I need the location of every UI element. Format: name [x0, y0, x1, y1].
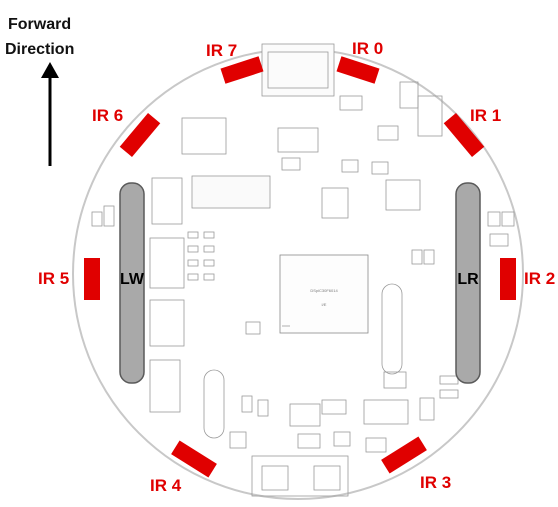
component-block [181, 117, 227, 155]
component-block [439, 375, 459, 385]
component-block [363, 399, 409, 425]
component-block [149, 237, 185, 289]
component-block [321, 187, 349, 219]
ir-1-sensor [443, 113, 485, 157]
bottom-connector-inner [313, 465, 341, 491]
component-block [417, 95, 443, 137]
component-block [381, 283, 403, 375]
component-block [501, 211, 515, 227]
component-block [149, 299, 185, 347]
ir-5-label: IR 5 [38, 269, 69, 288]
component-block [423, 249, 435, 265]
component-block [187, 231, 199, 239]
component-block [203, 369, 225, 439]
component-block [487, 211, 501, 227]
right-wheel-label: LR [457, 271, 479, 288]
ir-6-label: IR 6 [92, 106, 123, 125]
direction-label-line2: Direction [5, 41, 74, 58]
ir-1-label: IR 1 [470, 106, 501, 125]
component-block [187, 273, 199, 281]
component-block [245, 321, 261, 335]
component-block [241, 395, 253, 413]
component-block [149, 359, 181, 413]
component-block [371, 161, 389, 175]
ir-4-sensor [171, 440, 217, 478]
component-block [187, 259, 199, 267]
component-block [151, 177, 183, 225]
component-block [203, 231, 215, 239]
component-block [229, 431, 247, 449]
ir-3-sensor [381, 436, 427, 474]
top-connector [261, 43, 335, 97]
component-block [385, 179, 421, 211]
bottom-connector [251, 455, 349, 497]
component-block [277, 127, 319, 153]
component-block [297, 433, 321, 449]
ir-2-sensor [500, 258, 516, 300]
component-block [377, 125, 399, 141]
component-block [489, 233, 509, 247]
component-block [341, 159, 359, 173]
ir-7-sensor [220, 56, 264, 84]
main-chip-label: DSpiC30F6014 [310, 288, 338, 293]
bottom-connector-inner [261, 465, 289, 491]
ir-6-sensor [119, 113, 161, 157]
component-block [281, 157, 301, 171]
component-block [333, 431, 351, 447]
component-block [289, 403, 321, 427]
ir-4-label: IR 4 [150, 476, 182, 495]
component-block [203, 273, 215, 281]
component-block [439, 389, 459, 399]
ir-sensor-bars [84, 56, 516, 478]
ir-0-label: IR 0 [352, 39, 383, 58]
component-block [257, 399, 269, 417]
component-block [203, 259, 215, 267]
ir-5-sensor [84, 258, 100, 300]
ir-7-label: IR 7 [206, 41, 237, 60]
component-block [191, 175, 271, 209]
left-wheel [119, 182, 145, 384]
component-block [383, 371, 407, 389]
main-chip-sublabel: I/E [322, 302, 327, 307]
direction-label-line1: Forward [8, 16, 71, 33]
component-block [187, 245, 199, 253]
component-block [91, 211, 103, 227]
component-block [419, 397, 435, 421]
ir-2-label: IR 2 [524, 269, 555, 288]
component-block [103, 205, 115, 227]
top-connector-inner [267, 51, 329, 89]
component-block [339, 95, 363, 111]
right-wheel [455, 182, 481, 384]
component-block [365, 437, 387, 453]
component-block [399, 81, 419, 109]
main-chip [279, 254, 369, 334]
component-block [203, 245, 215, 253]
pcb-components [91, 43, 515, 497]
ir-0-sensor [336, 56, 380, 84]
forward-arrow-icon [41, 62, 59, 78]
component-block [411, 249, 423, 265]
ir-3-label: IR 3 [420, 473, 451, 492]
left-wheel-label: LW [120, 271, 145, 288]
component-block [321, 399, 347, 415]
